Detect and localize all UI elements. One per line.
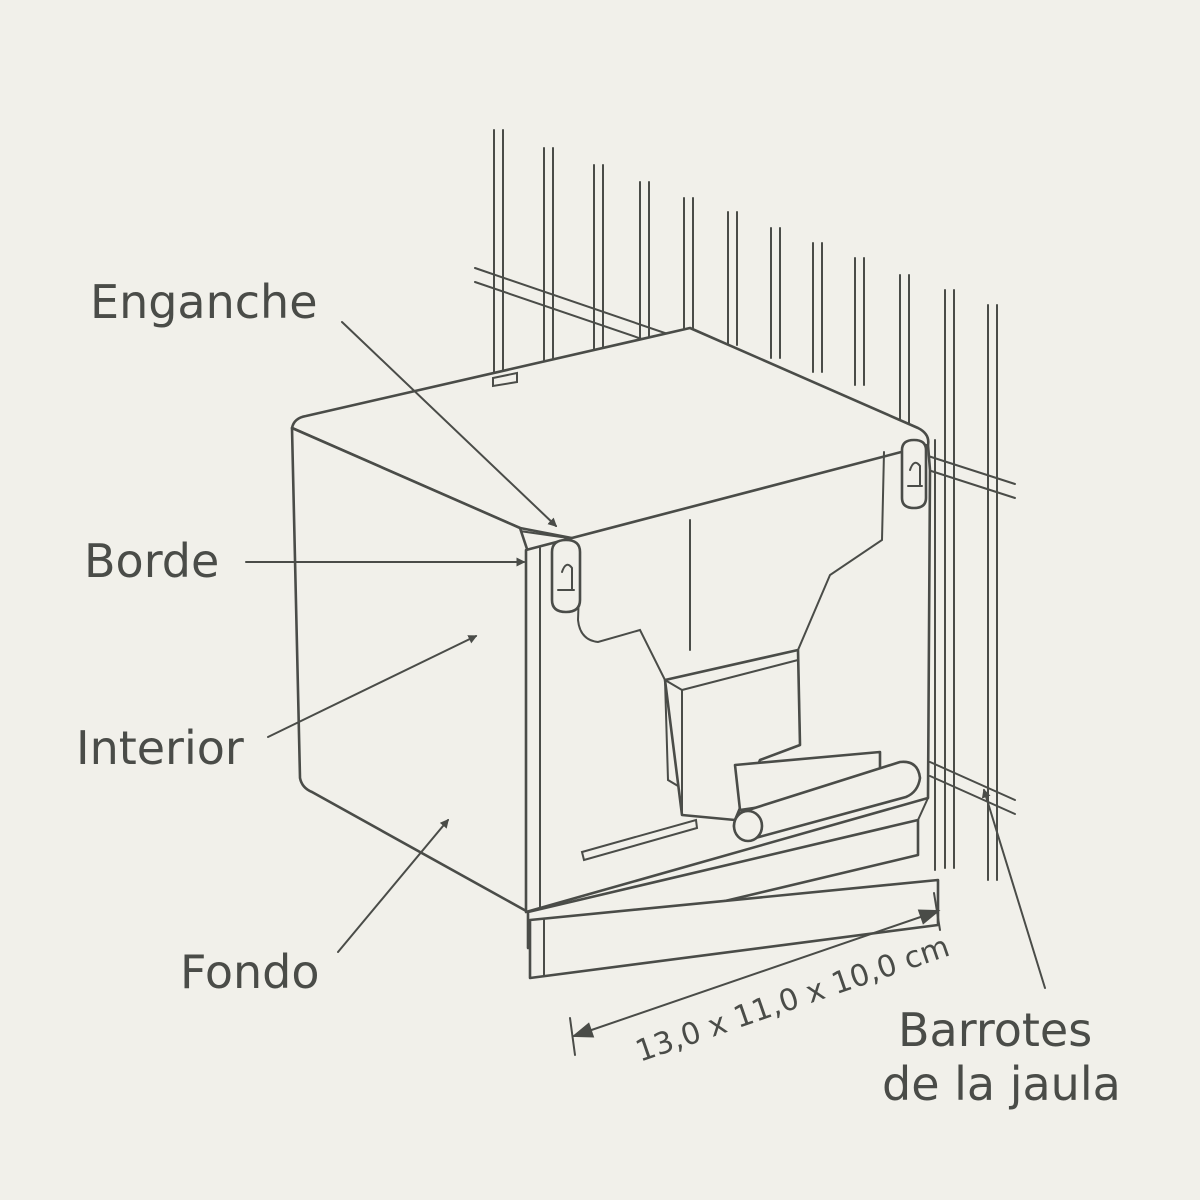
nest-box bbox=[290, 326, 940, 980]
hook-left bbox=[550, 538, 582, 614]
cage-bars bbox=[474, 129, 1016, 881]
label-borde: Borde bbox=[84, 534, 219, 588]
arrow-interior bbox=[267, 635, 478, 738]
arrow-barrotes bbox=[981, 788, 1046, 989]
label-barrotes-line2: de la jaula bbox=[882, 1057, 1121, 1111]
hook-right bbox=[900, 438, 928, 510]
label-fondo: Fondo bbox=[180, 945, 319, 999]
label-enganche: Enganche bbox=[90, 275, 318, 329]
dimension-line bbox=[569, 892, 941, 1056]
vent-slot bbox=[580, 818, 699, 862]
leader-lines bbox=[245, 321, 1046, 989]
lid-slot bbox=[492, 371, 518, 388]
label-interior: Interior bbox=[76, 721, 244, 775]
arrow-fondo bbox=[337, 818, 449, 953]
label-barrotes-line1: Barrotes bbox=[898, 1003, 1092, 1057]
opening-left bbox=[576, 564, 736, 821]
arrow-enganche bbox=[341, 321, 558, 528]
